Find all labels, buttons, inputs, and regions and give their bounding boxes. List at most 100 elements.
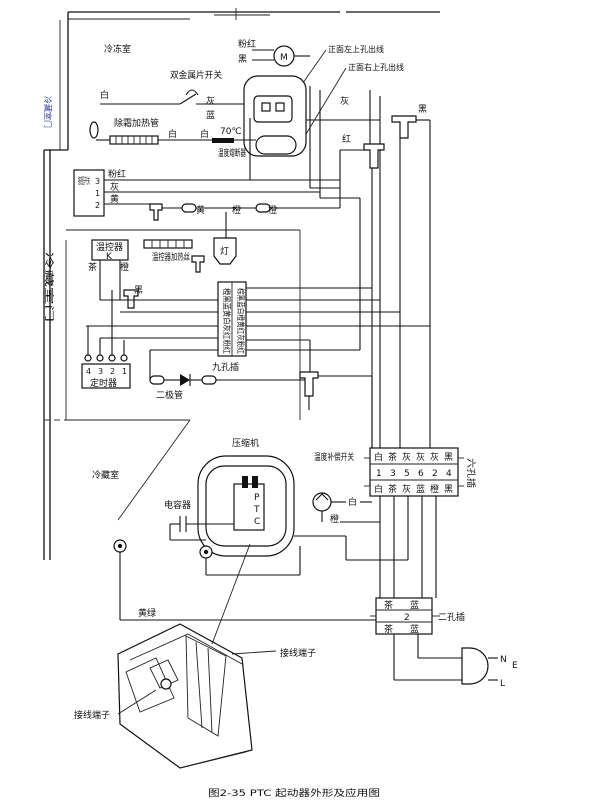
six-plug-bottom-1: 白 — [374, 483, 383, 495]
six-plug-top-1: 白 — [374, 451, 383, 463]
six-plug-top-4: 灰 — [416, 451, 425, 463]
timer-pin-2: 2 — [110, 367, 115, 376]
two-plug-top-1: 茶 — [384, 599, 393, 611]
six-plug-num-1: 1 — [376, 469, 382, 479]
temp-comp-label: 温度补偿开关 — [314, 451, 354, 463]
push-switch: 按钮开关 3 1 2 粉红 灰 黄 — [73, 168, 340, 217]
push-switch-pin-3: 3 — [95, 177, 100, 186]
fan-motor-label: M — [280, 53, 288, 63]
top-connector-area — [243, 75, 380, 198]
left-decor-text: 冷藏室门 — [43, 96, 53, 128]
thermal-fuse-label: 温度熔断器 — [218, 147, 246, 159]
six-plug-num-5: 2 — [432, 469, 438, 479]
six-plug-top-2: 茶 — [388, 451, 397, 463]
door-side-label-group: 冷藏室门 — [43, 252, 55, 322]
push-switch-label: 按钮开关 — [78, 175, 90, 187]
bimetal-label-1: 双金属片开关 — [170, 69, 222, 81]
temp-comp-switch: 温度补偿开关 白 橙 — [312, 451, 380, 525]
six-plug: 白 茶 灰 灰 灰 黑 1 3 5 6 2 4 白 茶 灰 蓝 橙 黑 六孔插 — [364, 447, 477, 598]
two-plug-bottom-2: 蓝 — [410, 623, 419, 635]
two-plug-top-2: 蓝 — [410, 599, 419, 611]
diode-label: 二极管 — [156, 389, 183, 401]
door-lamp-label: 灯 — [220, 246, 229, 257]
wire-gray-3: 灰 — [110, 181, 119, 193]
wire-orange-1: 橙 — [232, 204, 241, 216]
compressor-label: 压缩机 — [232, 437, 259, 449]
cabinet-walls — [43, 12, 301, 560]
nine-plug-label: 九孔插 — [212, 361, 239, 373]
six-plug-bottom-6: 黑 — [444, 484, 453, 495]
defrost-heater-label: 除霜加热管 — [114, 117, 159, 129]
defrost-heater: 除霜加热管 白 白 — [89, 117, 212, 145]
ptc-c: C — [254, 517, 260, 527]
six-plug-num-4: 6 — [418, 469, 424, 479]
nine-plug-row-b: 棕黑蓝白橙黄红灰粉红 — [236, 288, 246, 354]
six-plug-label: 六孔插 — [465, 458, 477, 488]
right-t-connector-top — [379, 115, 431, 450]
wire-blue-1: 蓝 — [206, 109, 215, 121]
wire-white-1: 白 — [100, 89, 109, 101]
wire-orange-3: 橙 — [120, 261, 129, 273]
bimetal-switch: 双金属片开关 — [100, 69, 250, 105]
two-plug-label: 二孔插 — [438, 611, 465, 623]
wire-red-1: 红 — [342, 133, 351, 145]
timer-label: 定时器 — [90, 377, 117, 389]
right-t-connector-low — [299, 371, 372, 410]
wiring-runs — [44, 90, 437, 598]
cabinet-top-line — [68, 8, 440, 20]
fridge-room-label: 冷藏室 — [92, 469, 119, 481]
top-right-outlet-label: 正面右上孔出线 — [348, 62, 404, 72]
ptc-p: P — [254, 493, 260, 503]
wire-white-3: 白 — [200, 128, 209, 140]
thermal-fuse-temp: 70℃ — [220, 127, 242, 137]
wire-yellow-green: 黄绿 — [138, 607, 156, 619]
thermostat: 温控器 K 茶 橙 — [88, 239, 129, 300]
wire-orange-4: 橙 — [330, 513, 339, 525]
plug-n: N — [500, 655, 507, 665]
wire-white-4: 白 — [348, 496, 357, 508]
ptc-t: T — [253, 505, 260, 515]
fan-wire-black: 黑 — [238, 54, 247, 65]
wire-gray-1: 灰 — [206, 95, 215, 107]
two-plug: 茶 蓝 2 茶 蓝 二孔插 — [370, 597, 465, 681]
door-side-label: 冷藏室门 — [43, 252, 55, 322]
nine-plug: 橙黑蓝黄白灰红粉红 棕黑蓝白橙黄红灰粉红 九孔插 — [86, 281, 430, 373]
wire-black-1: 黑 — [418, 104, 427, 115]
wire-gray-2: 灰 — [340, 95, 349, 107]
push-switch-pin-2: 2 — [95, 201, 100, 210]
door-lamp: 灯 — [213, 212, 237, 265]
top-left-outlet-label: 正面左上孔出线 — [328, 44, 384, 54]
six-plug-top-6: 黑 — [444, 452, 453, 463]
plug-l: L — [500, 679, 505, 689]
capacitor-label: 电容器 — [164, 499, 191, 511]
fan-wire-pink: 粉红 — [238, 38, 256, 50]
thermostat-k: K — [106, 252, 113, 262]
six-plug-num-2: 3 — [390, 469, 396, 479]
timer-pin-1: 1 — [122, 367, 127, 376]
timer: 4 3 2 1 定时器 — [81, 290, 131, 389]
left-decor: 冷藏室门 — [43, 96, 53, 128]
wire-yellow-1: 黄 — [110, 193, 119, 205]
nine-plug-row-a: 橙黑蓝黄白灰红粉红 — [222, 288, 232, 354]
six-plug-bottom-3: 灰 — [402, 483, 411, 495]
timer-pin-4: 4 — [86, 367, 91, 376]
six-plug-bottom-2: 茶 — [388, 483, 397, 495]
wire-yellow-2: 黄 — [196, 204, 205, 216]
wire-black-2: 黑 — [134, 285, 143, 296]
six-plug-bottom-5: 橙 — [430, 483, 439, 495]
right-t-connector-mid — [340, 143, 385, 450]
two-plug-bottom-1: 茶 — [384, 623, 393, 635]
plug-e: E — [512, 661, 518, 671]
ptc-starter-illustration — [117, 543, 277, 769]
mains-plug: N E L — [461, 647, 518, 689]
yellow-orange-connectors: 黄 橙 橙 — [149, 203, 340, 221]
figure-caption: 图2-35 PTC 起动器外形及应用图 — [208, 787, 380, 799]
wire-tea-1: 茶 — [88, 261, 97, 273]
two-plug-num: 2 — [404, 613, 410, 623]
timer-pin-3: 3 — [98, 367, 103, 376]
ground-screws: 黄绿 — [113, 539, 380, 621]
six-plug-bottom-4: 蓝 — [416, 483, 425, 495]
thermostat-heater-label: 温控器加热丝 — [152, 251, 190, 263]
capacitor: 电容器 — [164, 499, 234, 541]
compressor: 压缩机 P T C — [197, 437, 295, 557]
